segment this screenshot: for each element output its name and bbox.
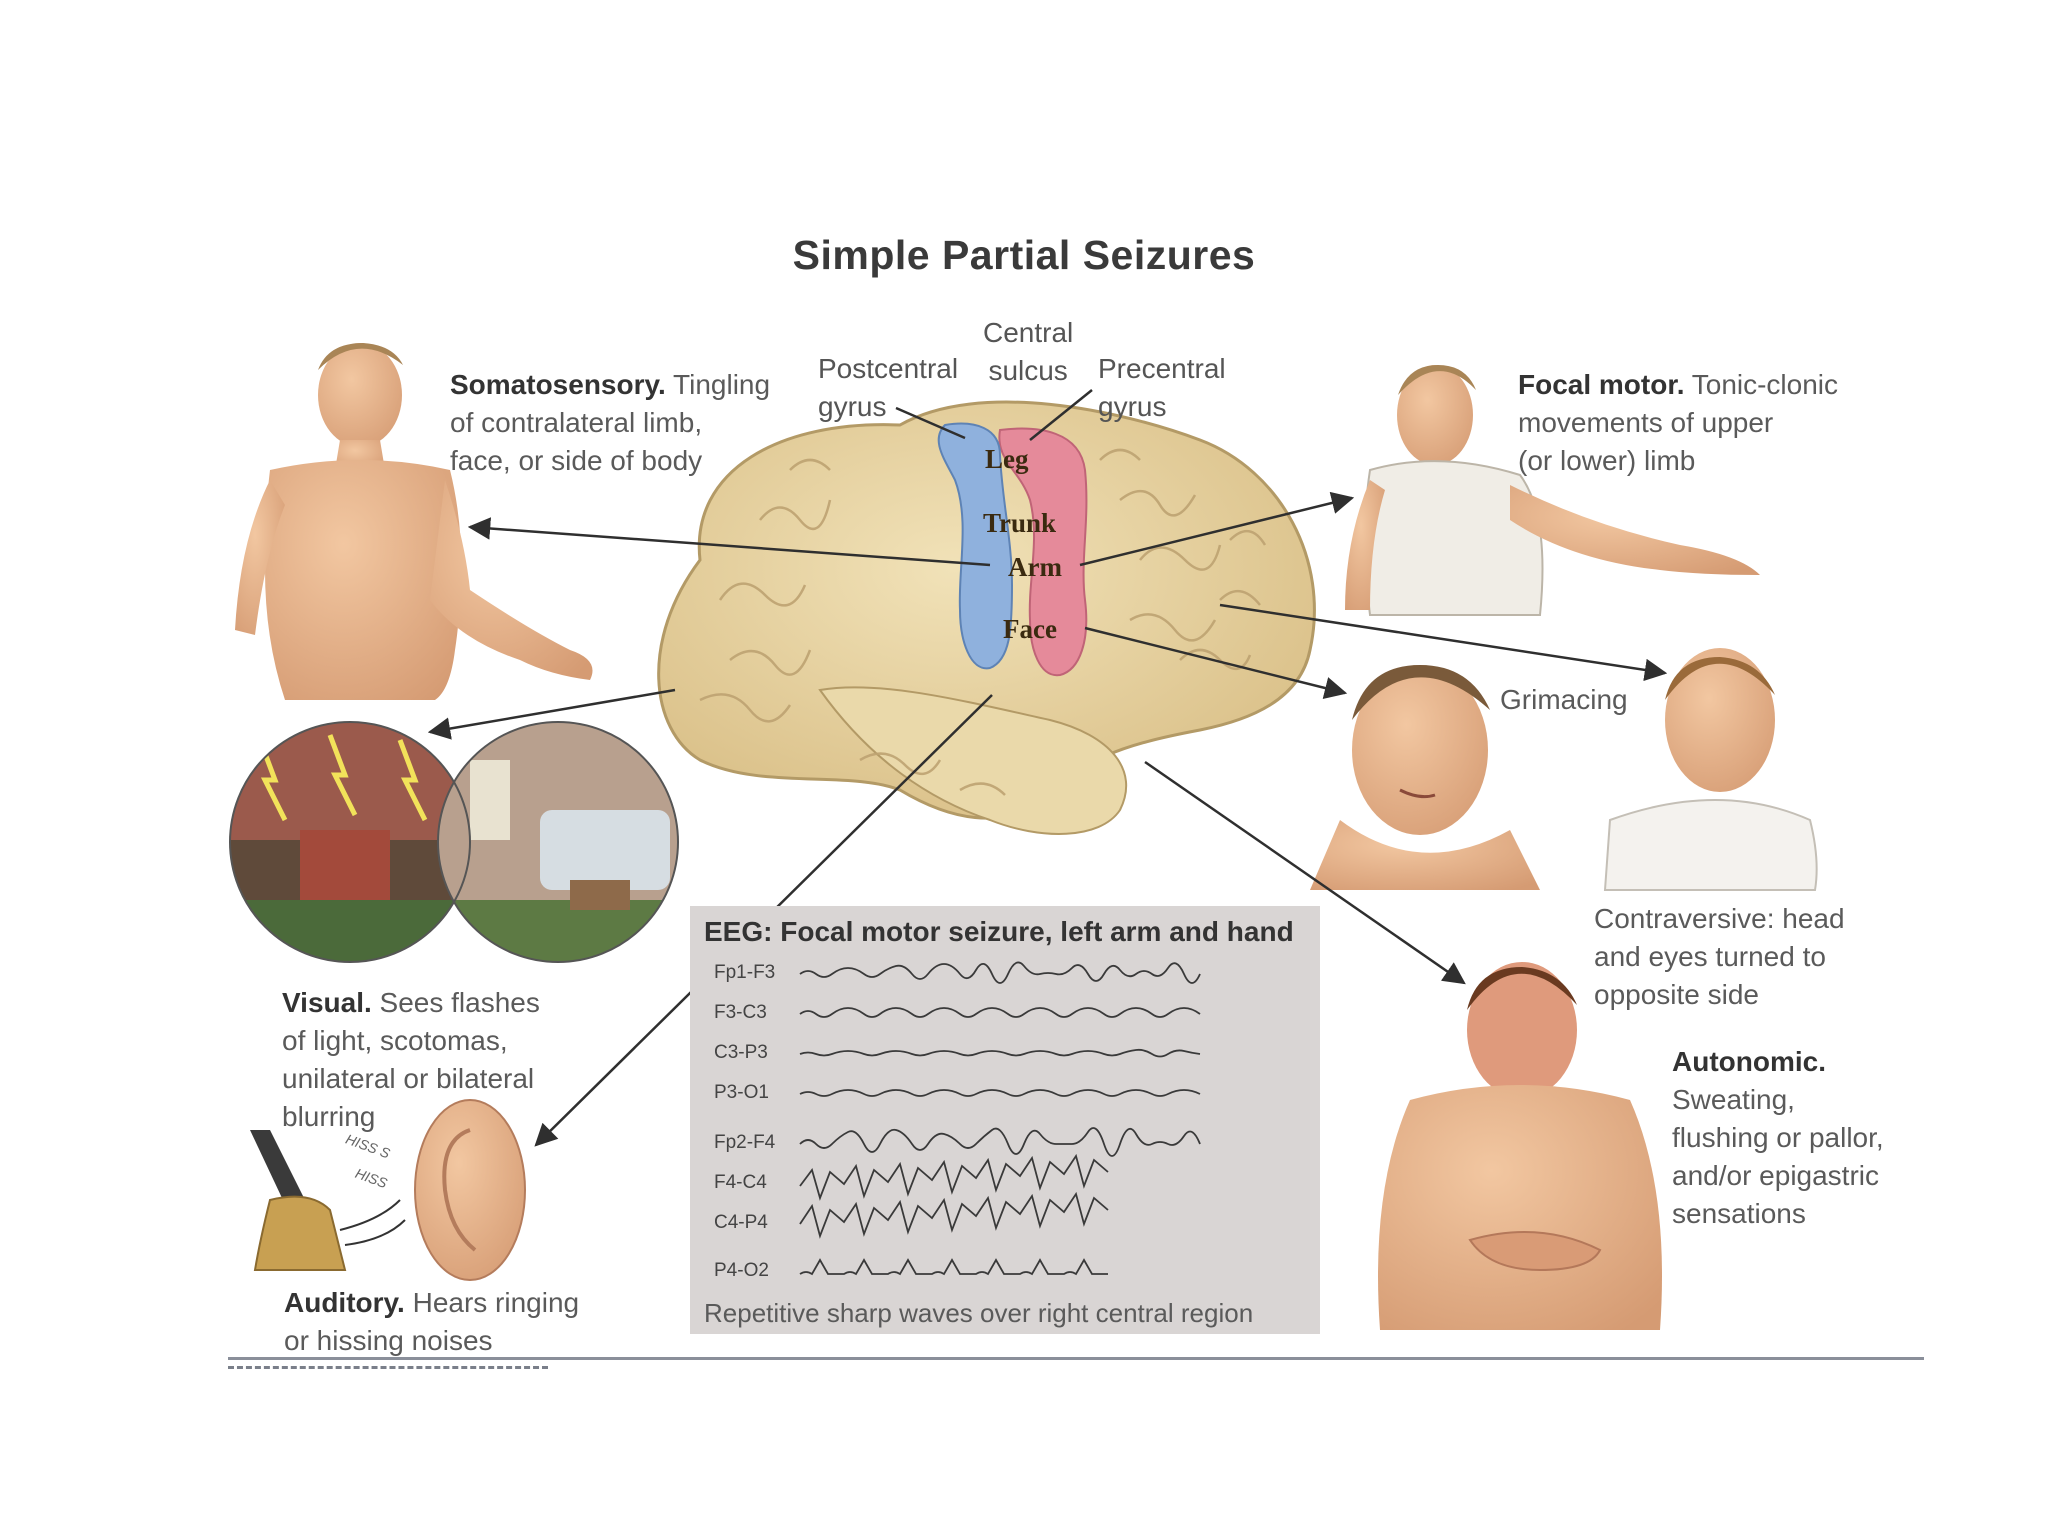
- eeg-traces: [690, 906, 1320, 1334]
- eeg-trace: [800, 1090, 1200, 1096]
- autonomic-label: Autonomic. Sweating, flushing or pallor,…: [1672, 1043, 1884, 1233]
- eeg-trace: [800, 1128, 1200, 1156]
- visual-scene-figure: [230, 720, 678, 970]
- contraversive-label: Contraversive: head and eyes turned to o…: [1594, 900, 1845, 1014]
- eeg-caption: Repetitive sharp waves over right centra…: [704, 1298, 1253, 1329]
- eeg-trace: [800, 962, 1200, 983]
- contraversive-figure: [1605, 648, 1817, 890]
- autonomic-figure: [1378, 962, 1662, 1330]
- focal-motor-label: Focal motor. Tonic-clonic movements of u…: [1518, 366, 1838, 480]
- region-face: Face: [1003, 614, 1057, 645]
- eeg-trace: [800, 1260, 1108, 1274]
- eeg-trace: [800, 1156, 1108, 1198]
- eeg-trace: [800, 1050, 1200, 1057]
- eeg-trace: [800, 1194, 1108, 1236]
- divider-dash: [228, 1366, 548, 1372]
- divider-line: [228, 1357, 1924, 1360]
- visual-label: Visual. Sees flashes of light, scotomas,…: [282, 984, 540, 1136]
- region-trunk: Trunk: [983, 508, 1056, 539]
- region-leg: Leg: [985, 444, 1029, 475]
- eeg-panel: EEG: Focal motor seizure, left arm and h…: [690, 906, 1320, 1334]
- somatosensory-label: Somatosensory. Tingling of contralateral…: [450, 366, 770, 480]
- auditory-label: Auditory. Hears ringing or hissing noise…: [284, 1284, 579, 1360]
- grimacing-label: Grimacing: [1500, 681, 1628, 719]
- eeg-trace: [800, 1008, 1200, 1017]
- region-arm: Arm: [1008, 552, 1062, 583]
